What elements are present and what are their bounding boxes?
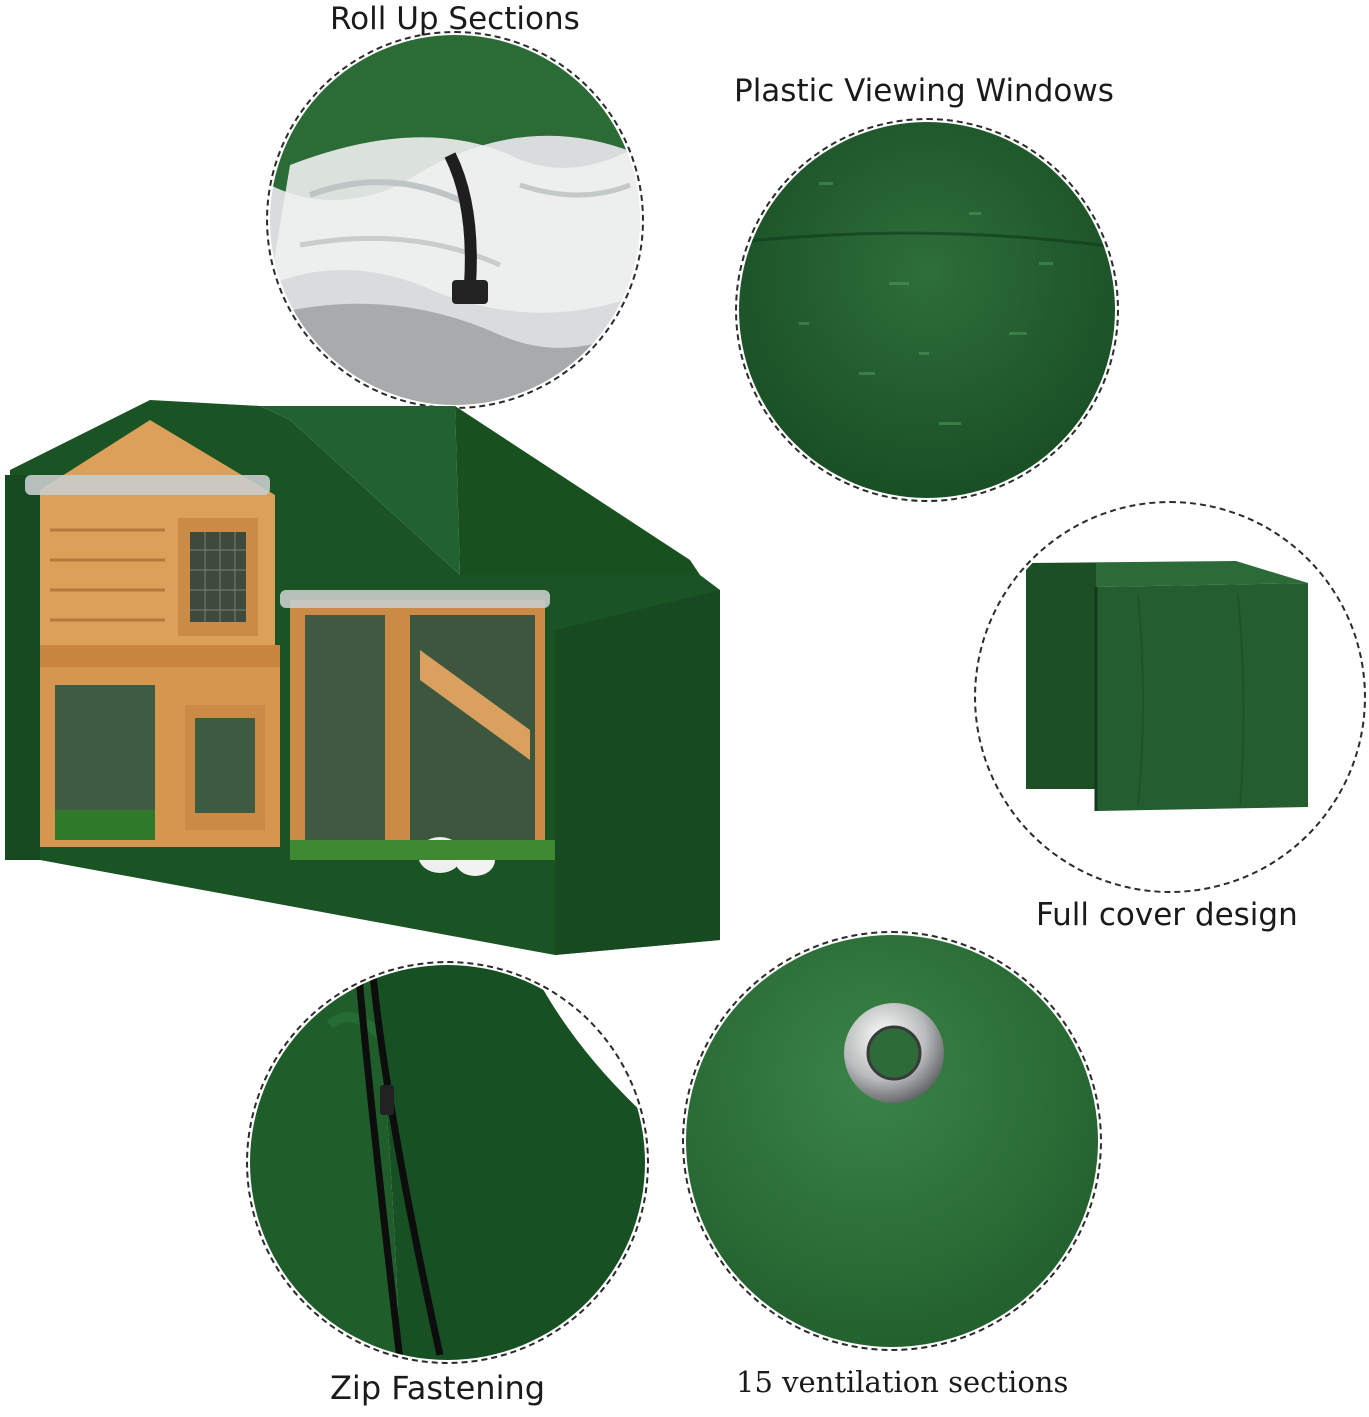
full-cover-circle-border [974, 501, 1366, 893]
covered-hutch-product-image [0, 400, 730, 960]
ventilation-circle-border [682, 931, 1102, 1351]
roll-up-circle-border [266, 31, 644, 409]
label-zip-fastening: Zip Fastening [330, 1369, 546, 1407]
label-full-cover-design: Full cover design [1036, 897, 1298, 933]
label-ventilation-sections: 15 ventilation sections [736, 1365, 1069, 1399]
label-plastic-viewing-windows: Plastic Viewing Windows [734, 73, 1114, 109]
zip-circle-border [246, 961, 649, 1364]
viewing-window-circle-border [735, 118, 1119, 502]
